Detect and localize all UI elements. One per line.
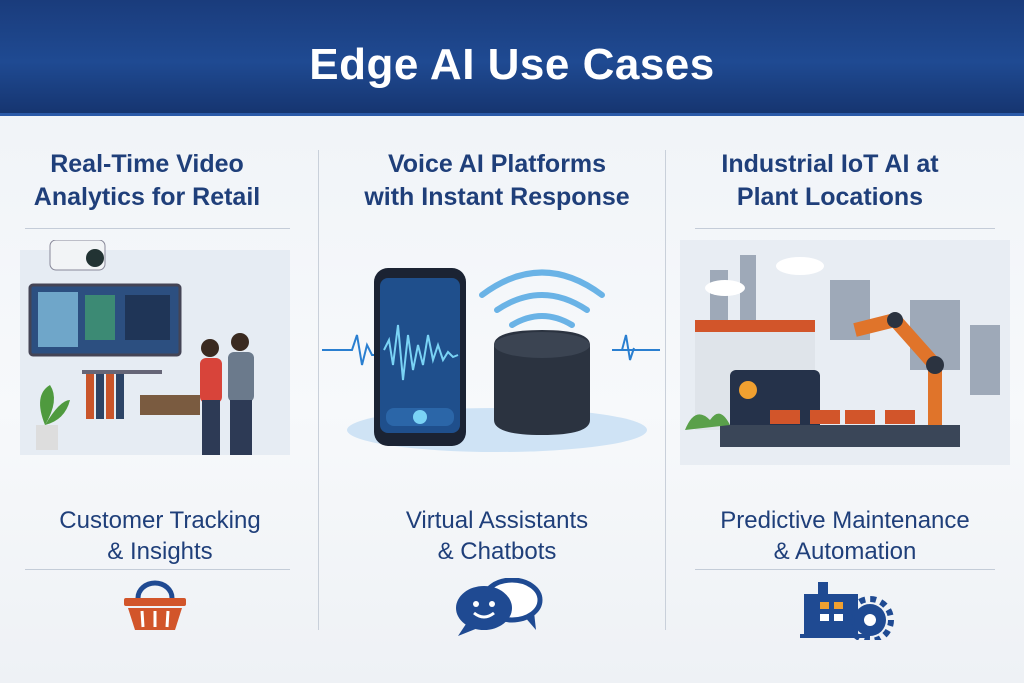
column-subtitle: Predictive Maintenance & Automation	[680, 505, 1010, 567]
column-subtitle: Customer Tracking & Insights	[0, 505, 325, 567]
heading-line: with Instant Response	[364, 183, 630, 211]
page-title: Edge AI Use Cases	[309, 40, 715, 89]
heading-line: Industrial IoT AI at	[721, 150, 939, 178]
rule	[695, 569, 995, 570]
factory-gear-icon	[800, 582, 894, 640]
rule	[25, 228, 290, 229]
heading-line: Real-Time Video	[50, 150, 244, 178]
subtitle-line: Predictive Maintenance	[720, 507, 970, 534]
column-voice: Voice AI Platforms with Instant Response	[332, 140, 662, 211]
voice-assistant-illustration	[322, 268, 660, 452]
subtitle-line: & Automation	[773, 538, 917, 565]
subtitle-line: & Insights	[107, 538, 213, 565]
rule	[695, 228, 995, 229]
shopping-basket-icon	[124, 580, 186, 630]
column-heading: Industrial IoT AI at Plant Locations	[665, 140, 995, 211]
column-industrial: Industrial IoT AI at Plant Locations	[665, 140, 995, 211]
heading-line: Analytics for Retail	[33, 183, 261, 211]
subtitle-line: Customer Tracking	[59, 507, 261, 534]
factory-illustration	[680, 240, 1010, 465]
column-divider	[318, 150, 319, 630]
subtitle-line: & Chatbots	[437, 538, 557, 565]
retail-store-illustration	[20, 240, 290, 455]
rule	[25, 569, 290, 570]
subtitle-line: Virtual Assistants	[405, 507, 589, 534]
heading-line: Voice AI Platforms	[387, 150, 607, 178]
header-banner: Edge AI Use Cases	[0, 0, 1024, 116]
chat-bubbles-icon	[456, 578, 543, 636]
column-heading: Voice AI Platforms with Instant Response	[332, 140, 662, 211]
column-divider	[665, 150, 666, 630]
heading-line: Plant Locations	[736, 183, 924, 211]
column-subtitle: Virtual Assistants & Chatbots	[332, 505, 662, 567]
